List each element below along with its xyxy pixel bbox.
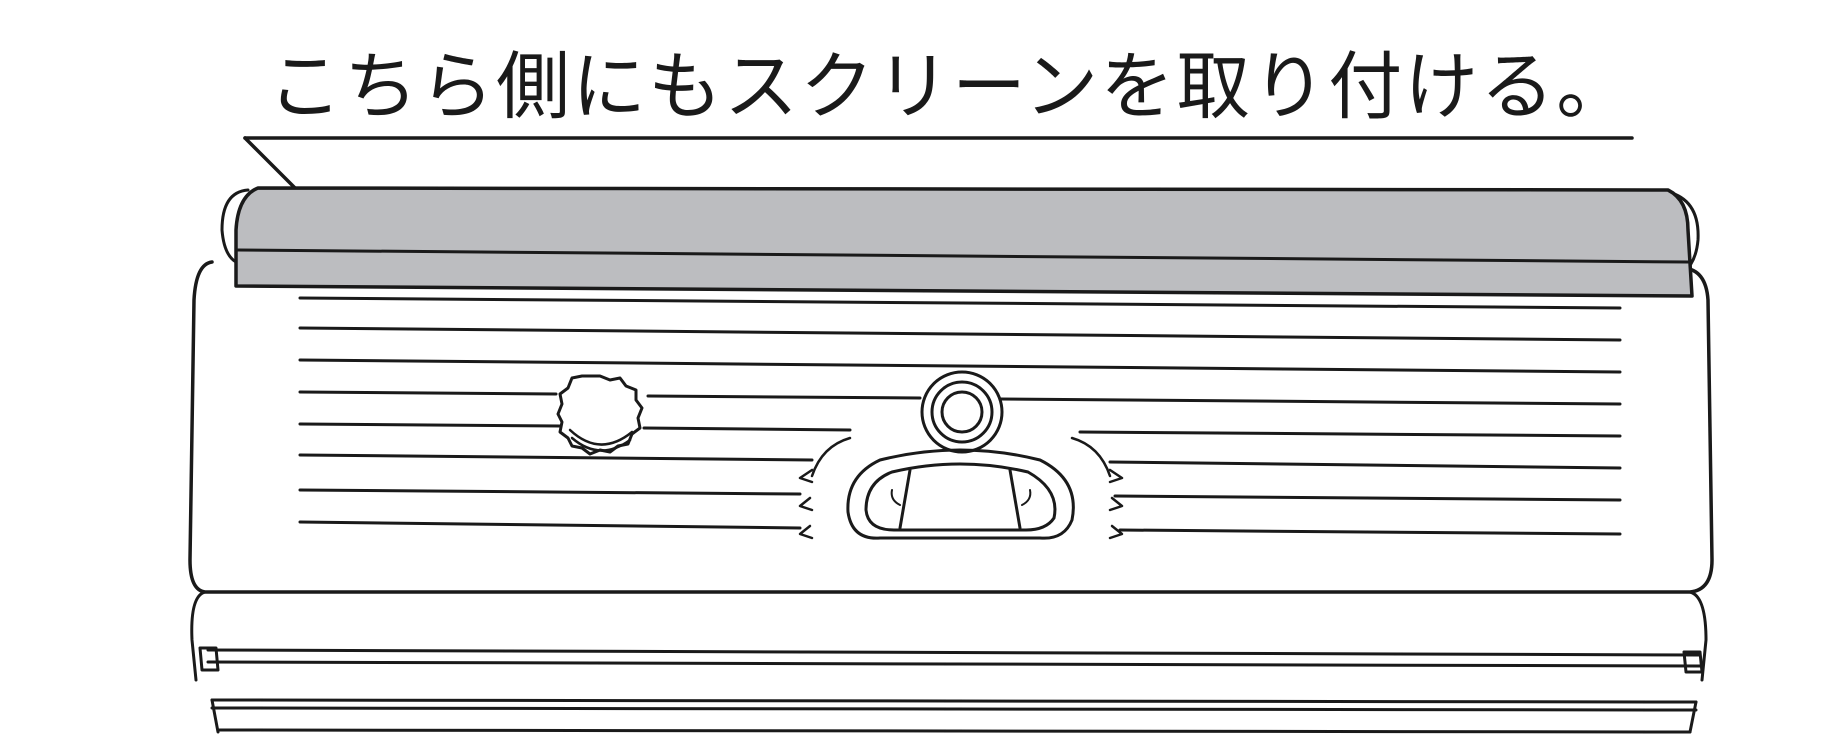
- lower-rail: [190, 590, 1708, 734]
- round-button: [920, 370, 1004, 454]
- callout-label: こちら側にもスクリーンを取り付ける。: [268, 43, 1633, 130]
- screen-strip: [234, 186, 1694, 298]
- control-knob: [556, 374, 644, 456]
- carry-handle: [846, 448, 1075, 540]
- housing-body: [188, 260, 1714, 594]
- handle-vent-fins: [798, 436, 1124, 540]
- vent-grille: [298, 296, 1622, 536]
